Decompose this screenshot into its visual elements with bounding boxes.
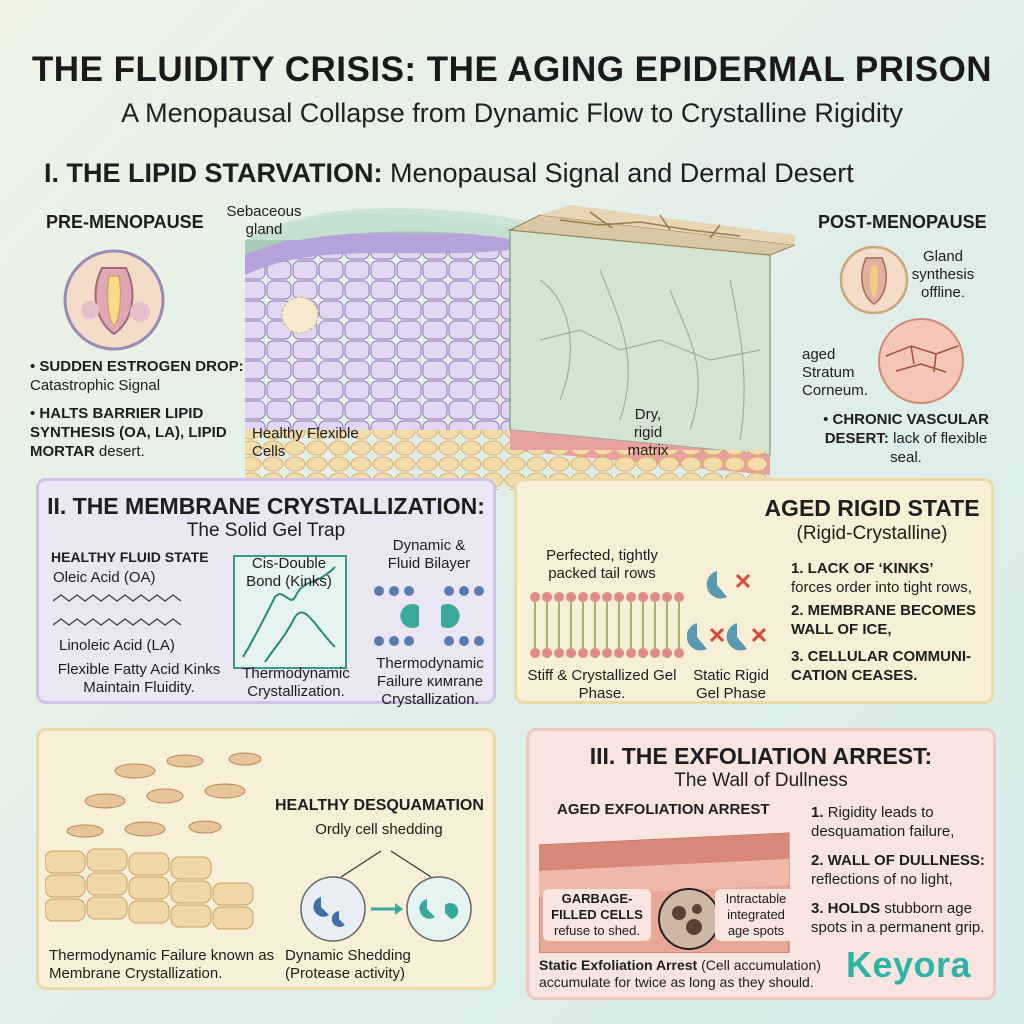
aged-point-2: 2. MEMBRANE BECOMES WALL OF ICE, (791, 602, 977, 638)
section1-title: I. THE LIPID STARVATION: Menopausal Sign… (44, 158, 854, 188)
flexible-kinks-caption: Flexible Fatty Acid Kinks Maintain Fluid… (57, 661, 221, 696)
exfoliation-point-2: 2. WALL OF DULLNESS: reflections of no l… (811, 852, 985, 888)
blocked-enzymes-illustration (687, 571, 767, 651)
desq-subtitle: Ordly cell shedding (315, 821, 443, 838)
page-title: THE FLUIDITY CRISIS: THE AGING EPIDERMAL… (31, 50, 993, 89)
aged-point-3: 3. CELLULAR COMMUNI-CATION CEASES. (791, 648, 971, 684)
aged-exfoliation-label: AGED EXFOLIATION ARREST (557, 801, 770, 818)
fluid-bilayer-illustration (374, 586, 484, 646)
shedding-cells-illustration (45, 752, 262, 930)
desquamation-panel: Thermodynamic Failure known as Membrane … (36, 728, 496, 990)
packed-rows-label: Perfected, tightly packed tail rows (546, 547, 658, 582)
thermo-crystallization-caption: Thermodynamic Crystallization. (242, 665, 350, 700)
thermo-failure-caption: Thermodynamic Failure ᴋᴎᴍrane Crystalliz… (376, 655, 484, 708)
panel2-title: II. THE MEMBRANE CRYSTALLIZATION: (47, 493, 485, 519)
garbage-cells-label: GARBAGE-FILLED CELLS refuse to shed. (543, 889, 651, 941)
dry-matrix-label: Dry, rigid matrix (627, 406, 669, 459)
post-gland-illustration (839, 245, 909, 315)
stiff-gel-caption: Stiff & Crystallized Gel Phase. (527, 667, 677, 702)
cis-double-bond-label: Cis-Double Bond (Kinks) (246, 555, 332, 590)
static-gel-caption: Static Rigid Gel Phase (693, 667, 769, 702)
exfoliation-panel: III. THE EXFOLIATION ARREST: The Wall of… (526, 728, 996, 1000)
aged-rigid-panel: AGED RIGID STATE (Rigid-Crystalline) Per… (514, 478, 994, 704)
panel3-subtitle: The Wall of Dullness (674, 770, 848, 791)
desq-right-caption: Dynamic Shedding (Protease activity) (285, 947, 411, 982)
exfoliation-point-3: 3. HOLDS stubborn age spots in a permane… (811, 900, 985, 936)
page-subtitle: A Menopausal Collapse from Dynamic Flow … (121, 98, 903, 128)
packed-bilayer-illustration (530, 592, 684, 658)
aged-stratum-label: aged Stratum Corneum. (802, 346, 868, 399)
gland-offline-label: Gland synthesis offline. (911, 248, 975, 301)
healthy-fluid-state: HEALTHY FLUID STATE (51, 549, 209, 565)
oleic-acid-label: Oleic Acid (OA) (53, 569, 156, 586)
post-menopause-heading: POST-MENOPAUSE (818, 212, 987, 232)
brand-logo: Keyora (846, 944, 972, 985)
aged-point-1: 1. LACK OF ‘KINKS’forces order into tigh… (791, 560, 972, 596)
linoleic-acid-label: Linoleic Acid (LA) (59, 637, 175, 654)
pre-bullet-2: • HALTS BARRIER LIPID SYNTHESIS (OA, LA)… (30, 405, 227, 460)
exfoliation-point-1: 1. Rigidity leads to desquamation failur… (811, 804, 955, 840)
aged-subtitle: (Rigid-Crystalline) (796, 523, 948, 544)
fluid-bilayer-label: Dynamic & Fluid Bilayer (387, 537, 471, 572)
pre-bullet-1: • SUDDEN ESTROGEN DROP: Catastrophic Sig… (30, 358, 244, 394)
desq-title: HEALTHY DESQUAMATION (275, 797, 484, 814)
exfoliation-footer: Static Exfoliation Arrest (Cell accumula… (539, 957, 821, 990)
post-bullet: • CHRONIC VASCULAR DESERT: lack of flexi… (823, 411, 989, 466)
protease-illustration (300, 850, 472, 942)
kink-inset (233, 555, 347, 669)
pre-gland-illustration (63, 249, 165, 351)
age-spots-label: Intractable integrated age spots (715, 889, 797, 941)
aged-title: AGED RIGID STATE (764, 495, 980, 521)
panel2-subtitle: The Solid Gel Trap (186, 520, 346, 541)
healthy-cells-label: Healthy Flexible Cells (252, 425, 359, 460)
fatty-acid-chains (53, 594, 182, 626)
panel3-title: III. THE EXFOLIATION ARREST: (589, 743, 933, 769)
stratum-corneum-illustration (878, 318, 964, 404)
pre-menopause-heading: PRE-MENOPAUSE (46, 212, 204, 232)
sebaceous-label: Sebaceous gland (226, 203, 302, 238)
desq-left-caption: Thermodynamic Failure known as Membrane … (49, 947, 275, 982)
membrane-panel: II. THE MEMBRANE CRYSTALLIZATION: The So… (36, 478, 496, 708)
